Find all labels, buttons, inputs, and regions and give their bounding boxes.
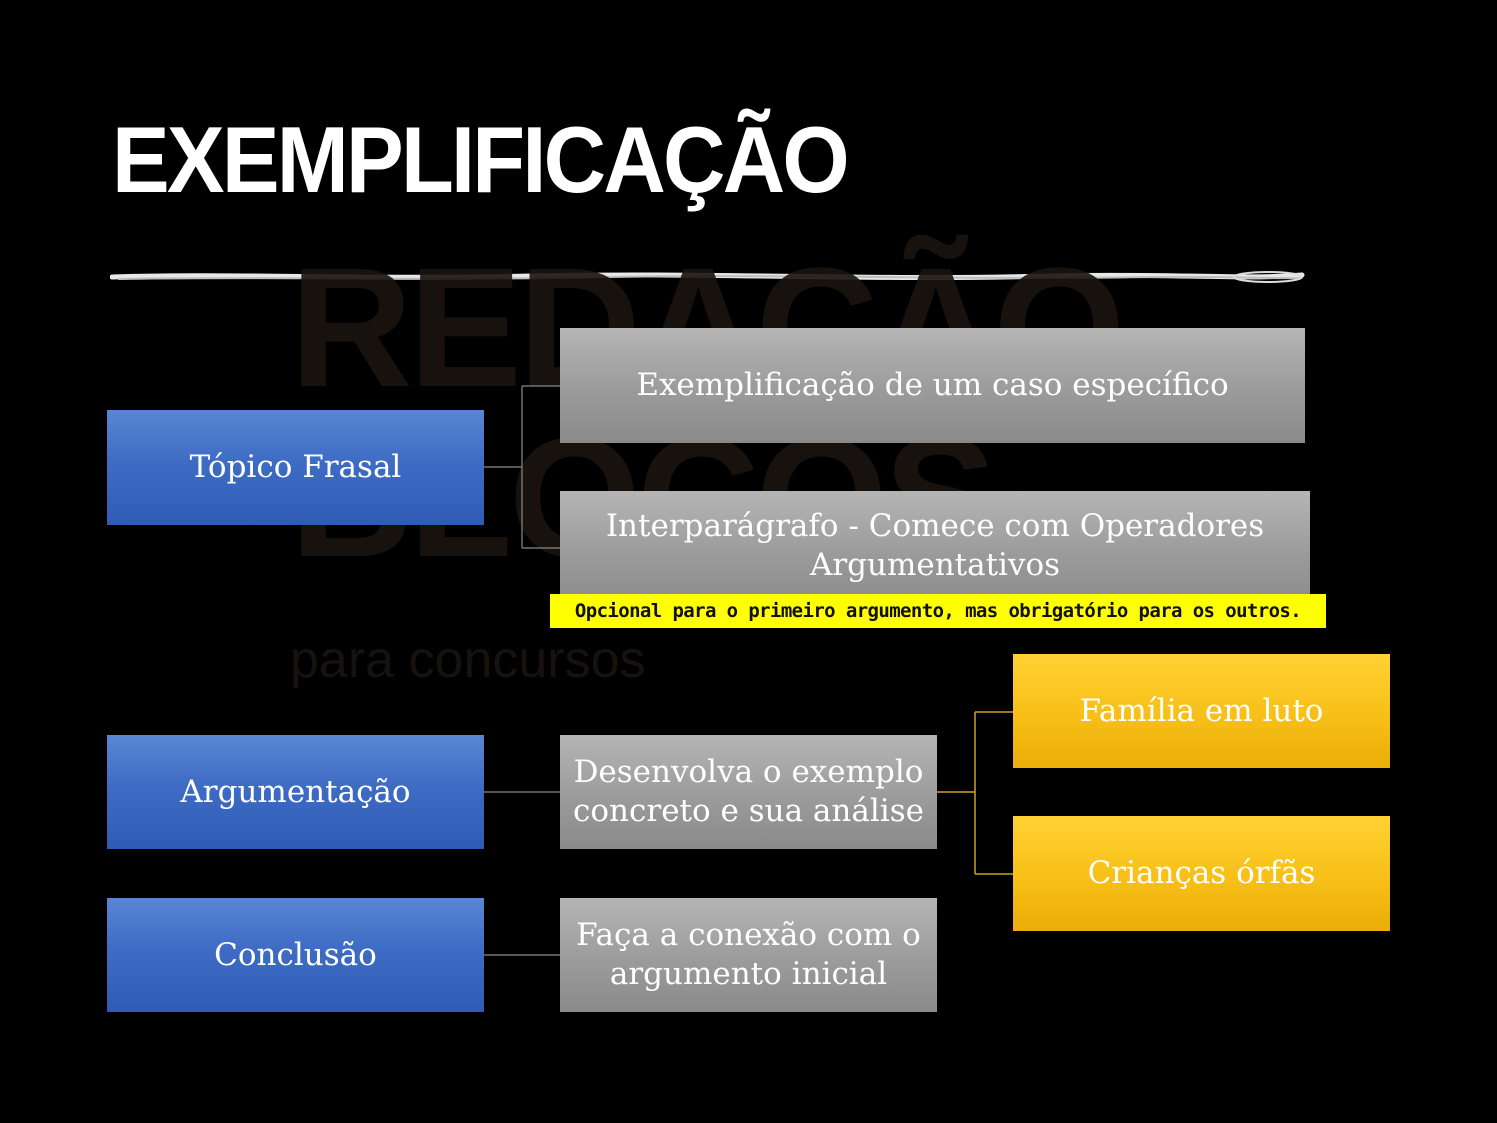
interparagrafo-box: Interparágrafo - Comece com Operadores A…: [560, 491, 1310, 606]
interparagrafo-label: Interparágrafo - Comece com Operadores A…: [605, 508, 1265, 583]
criancas-orfas-label: Crianças órfãs: [1087, 855, 1316, 892]
exemplificacao-box: Exemplificação de um caso específico: [560, 328, 1305, 443]
desenvolva-label: Desenvolva o exemplo concreto e sua anál…: [573, 754, 924, 829]
argumentacao-box: Argumentação: [107, 735, 484, 849]
faca-conexao-label: Faça a conexão com o argumento inicial: [576, 917, 921, 992]
topico-frasal-label: Tópico Frasal: [189, 449, 402, 486]
conclusao-box: Conclusão: [107, 898, 484, 1012]
exemplificacao-label: Exemplificação de um caso específico: [636, 367, 1229, 404]
desenvolva-box: Desenvolva o exemplo concreto e sua anál…: [560, 735, 937, 849]
familia-em-luto-label: Família em luto: [1079, 692, 1324, 729]
faca-conexao-box: Faça a conexão com o argumento inicial: [560, 898, 937, 1012]
criancas-orfas-box: Crianças órfãs: [1013, 816, 1390, 931]
optional-note-highlight: Opcional para o primeiro argumento, mas …: [550, 594, 1326, 628]
familia-em-luto-box: Família em luto: [1013, 654, 1390, 768]
argumentacao-label: Argumentação: [180, 773, 411, 810]
topico-frasal-box: Tópico Frasal: [107, 410, 484, 525]
title-divider: [110, 271, 1305, 283]
slide-title: EXEMPLIFICAÇÃO: [112, 107, 850, 212]
conclusao-label: Conclusão: [214, 936, 377, 973]
